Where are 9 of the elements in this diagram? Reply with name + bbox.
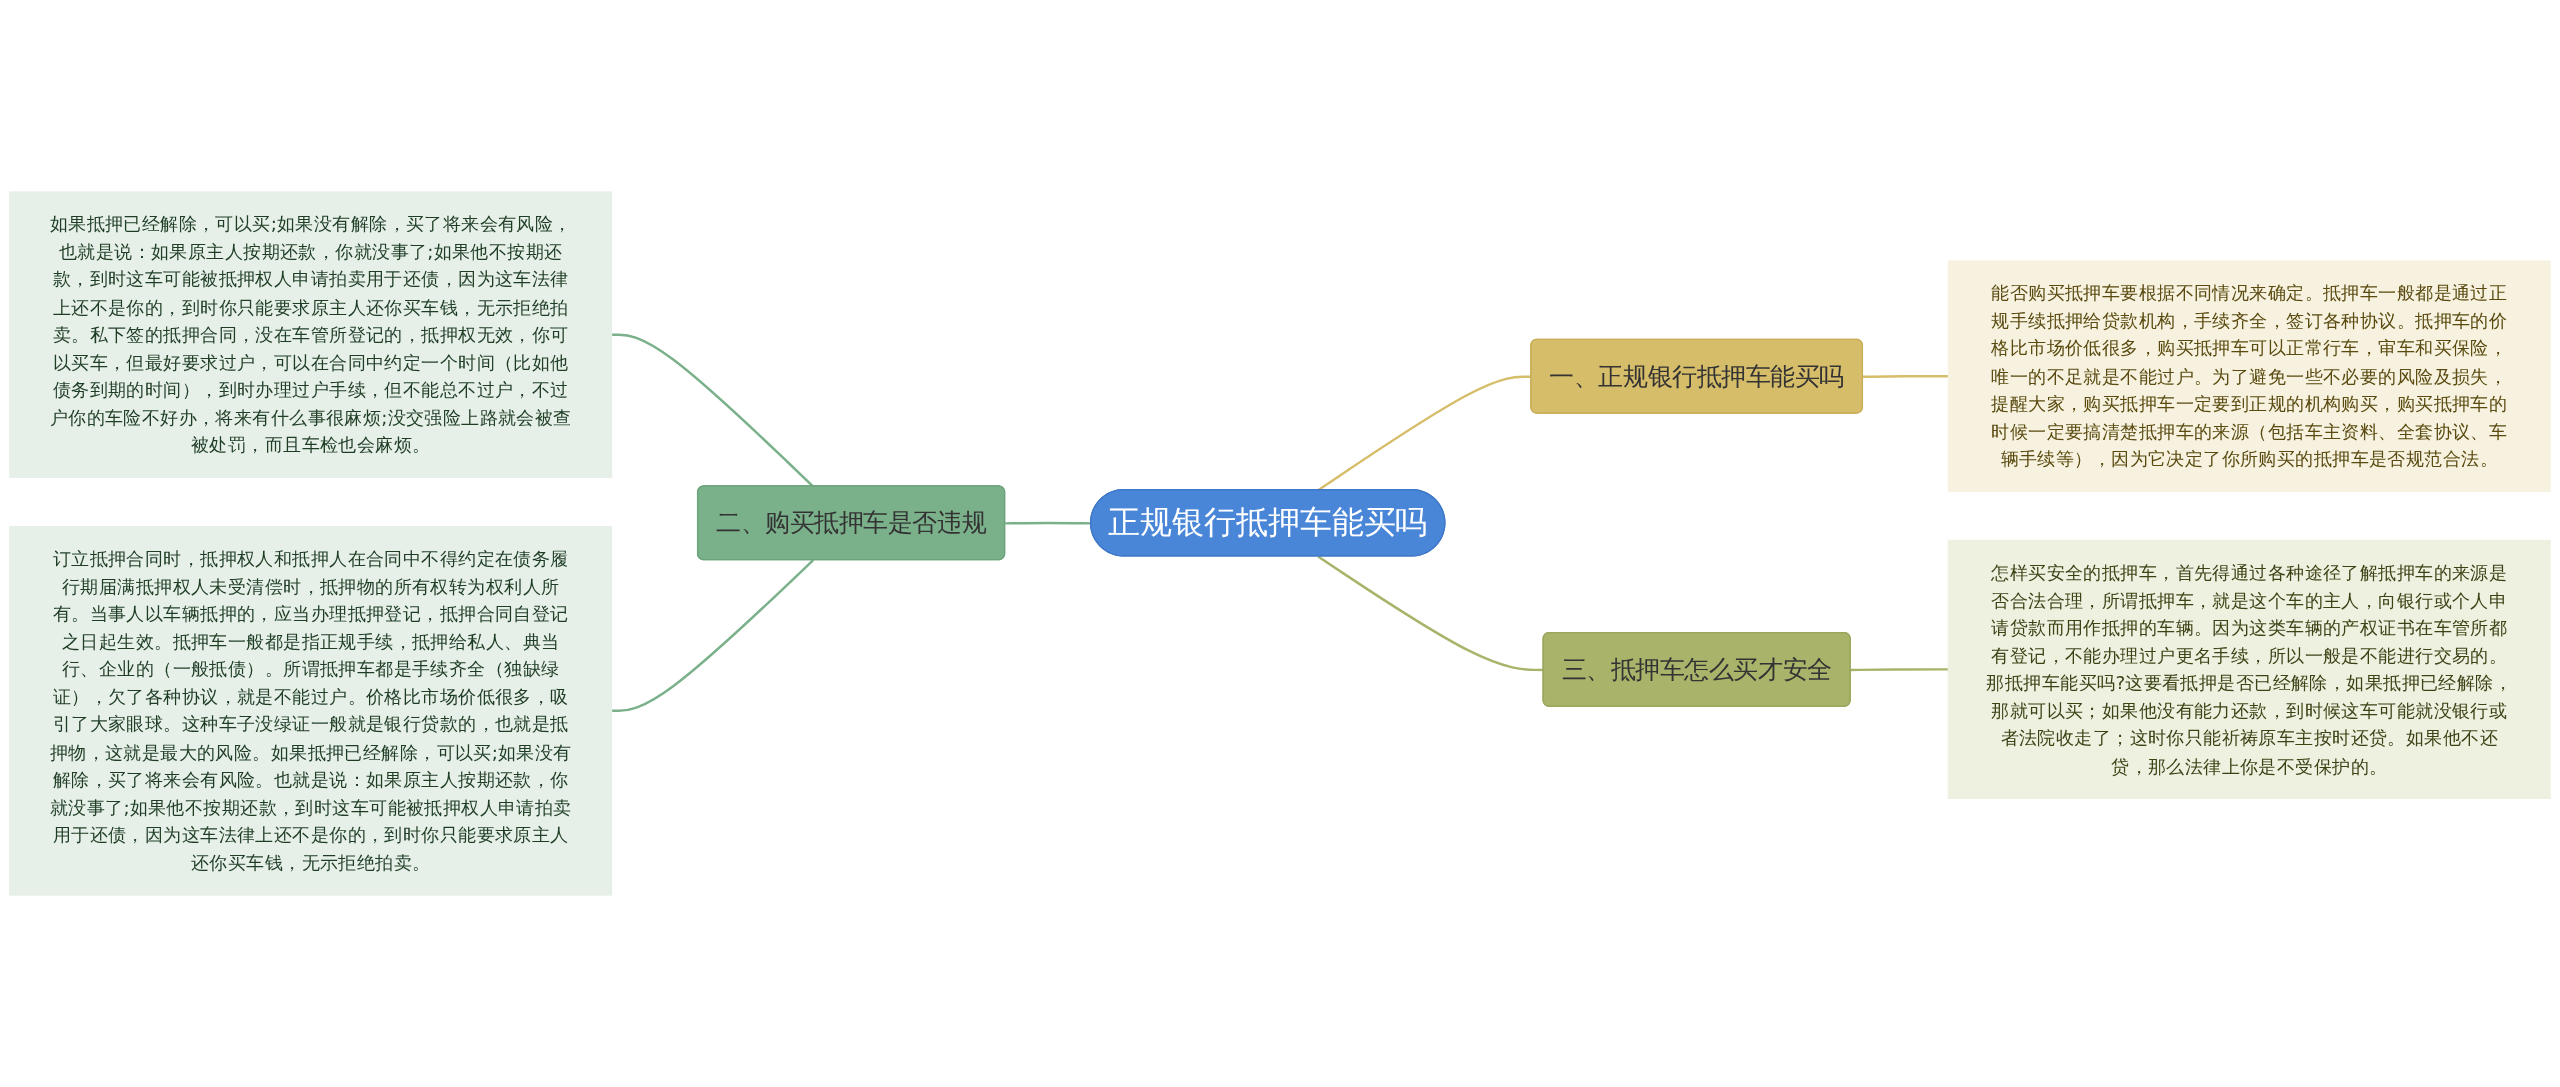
connector	[1863, 374, 1949, 378]
connector	[1317, 555, 1544, 672]
node-box: 怎样买安全的抵押车，首先得通过各种途径了解抵押车的来源是否合法合理，所谓抵押车，就是这个车的主人，向银行或个人申请贷款而用作抵押的车辆。因为这类车辆的产权证书在车管所都有登记，不能办理过户更名手续，所以一般是不能进行交易的。那抵押车能买吗?这要看抵押是否已经解除，如果抵押已经解除，那就可以买；如果他没有能力还款，到时候这车可能就没银行或者法院收走了；这时你只能祈祷原车主按时还贷。如果他不还贷，那么法律上你是不受保护的。	[1947, 539, 2551, 799]
node-box: 如果抵押已经解除，可以买;如果没有解除，买了将来会有风险，也就是说：如果原主人按期还款，你就没事了;如果他不按期还款，到时这车可能被抵押权人申请拍卖用于还债，因为这车法律上还不是你的，到时你只能要求原主人还你买车钱，无示拒绝拍卖。私下签的抵押合同，没在车管所登记的，抵押权无效，你可以买车，但最好要求过户，可以在合同中约定一个时间（比如他债务到期的时间），到时办理过户手续，但不能总不过户，不过户你的车险不好办，将来有什么事很麻烦;没交强险上路就会被查被处罚，而且车检也会麻烦。	[9, 191, 613, 479]
connector	[1850, 668, 1949, 672]
node-box: 能否购买抵押车要根据不同情况来确定。抵押车一般都是通过正规手续抵押给贷款机构，手续齐全，签订各种协议。抵押车的价格比市场价低很多，购买抵押车可以正常行车，审车和买保险，唯一的不足就是不能过户。为了避免一些不必要的风险及损失，提醒大家，购买抵押车一定要到正规的机构购买，购买抵押车的时候一定要搞清楚抵押车的来源（包括车主资料、全套协议、车辆手续等），因为它决定了你所购买的抵押车是否规范合法。	[1947, 260, 2551, 492]
connector	[611, 559, 815, 713]
connector	[1005, 521, 1092, 525]
node-box: 订立抵押合同时，抵押权人和抵押人在合同中不得约定在债务履行期届满抵押权人未受清偿时，抵押物的所有权转为权利人所有。当事人以车辆抵押的，应当办理抵押登记，抵押合同自登记之日起生效。抵押车一般都是指正规手续，抵押给私人、典当行、企业的（一般抵债）。所谓抵押车都是手续齐全（独缺绿证），欠了各种协议，就是不能过户。价格比市场价低很多，吸引了大家眼球。这种车子没绿证一般就是银行贷款的，也就是抵押物，这就是最大的风险。如果抵押已经解除，可以买;如果没有解除，买了将来会有风险。也就是说：如果原主人按期还款，你就没事了;如果他不按期还款，到时这车可能被抵押权人申请拍卖用于还债，因为这车法律上还不是你的，到时你只能要求原主人还你买车钱，无示拒绝拍卖。	[9, 526, 613, 896]
